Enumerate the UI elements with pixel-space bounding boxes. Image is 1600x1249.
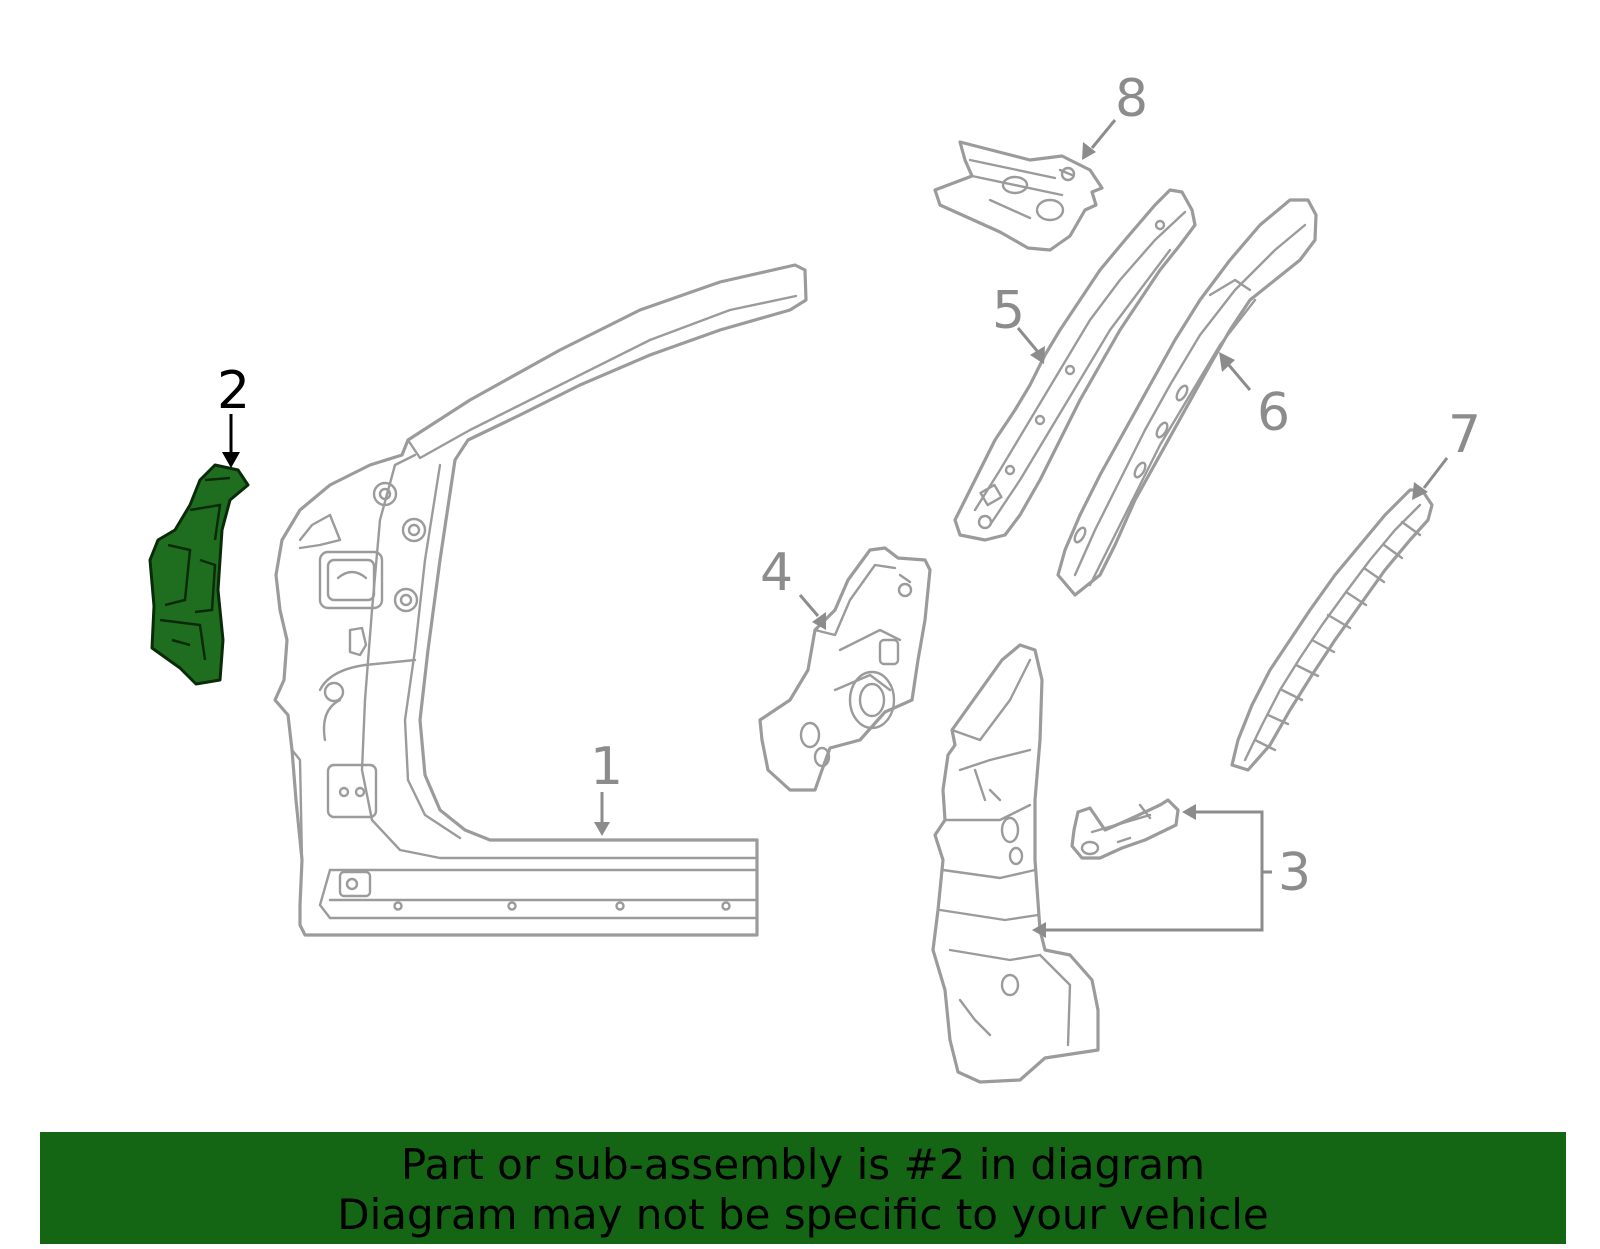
part-6-rail[interactable] xyxy=(1056,198,1318,597)
part-3-pillar[interactable] xyxy=(931,643,1100,1084)
callout-1: 1 xyxy=(590,737,623,797)
parts-diagram: 1 2 3 4 5 6 7 8 xyxy=(148,69,1481,1084)
banner-line-2: Diagram may not be specific to your vehi… xyxy=(337,1190,1269,1239)
part-5-rail[interactable] xyxy=(953,188,1197,542)
leader-5 xyxy=(1016,327,1045,364)
callout-3: 3 xyxy=(1278,843,1311,903)
leader-8 xyxy=(1082,119,1117,160)
callout-6: 6 xyxy=(1257,383,1290,443)
leader-6 xyxy=(1219,352,1252,391)
callout-4: 4 xyxy=(760,543,793,603)
part-8-bracket[interactable] xyxy=(933,140,1104,252)
callout-5: 5 xyxy=(992,281,1025,341)
banner-line-1: Part or sub-assembly is #2 in diagram xyxy=(400,1140,1206,1189)
part-1-body-side[interactable] xyxy=(273,263,808,937)
callout-2: 2 xyxy=(217,361,250,421)
part-4-hinge-plate[interactable] xyxy=(758,546,932,792)
leader-4 xyxy=(798,594,826,630)
callout-8: 8 xyxy=(1115,69,1148,129)
leader-1 xyxy=(594,792,610,836)
leader-7 xyxy=(1412,457,1449,500)
leader-2 xyxy=(222,414,240,468)
callout-7: 7 xyxy=(1448,405,1481,465)
part-2-highlighted[interactable] xyxy=(148,463,250,686)
info-banner: Part or sub-assembly is #2 in diagram Di… xyxy=(40,1132,1566,1244)
leader-3 xyxy=(1032,804,1272,938)
part-3-upper-bracket[interactable] xyxy=(1070,798,1180,860)
part-7-strip[interactable] xyxy=(1230,488,1434,772)
